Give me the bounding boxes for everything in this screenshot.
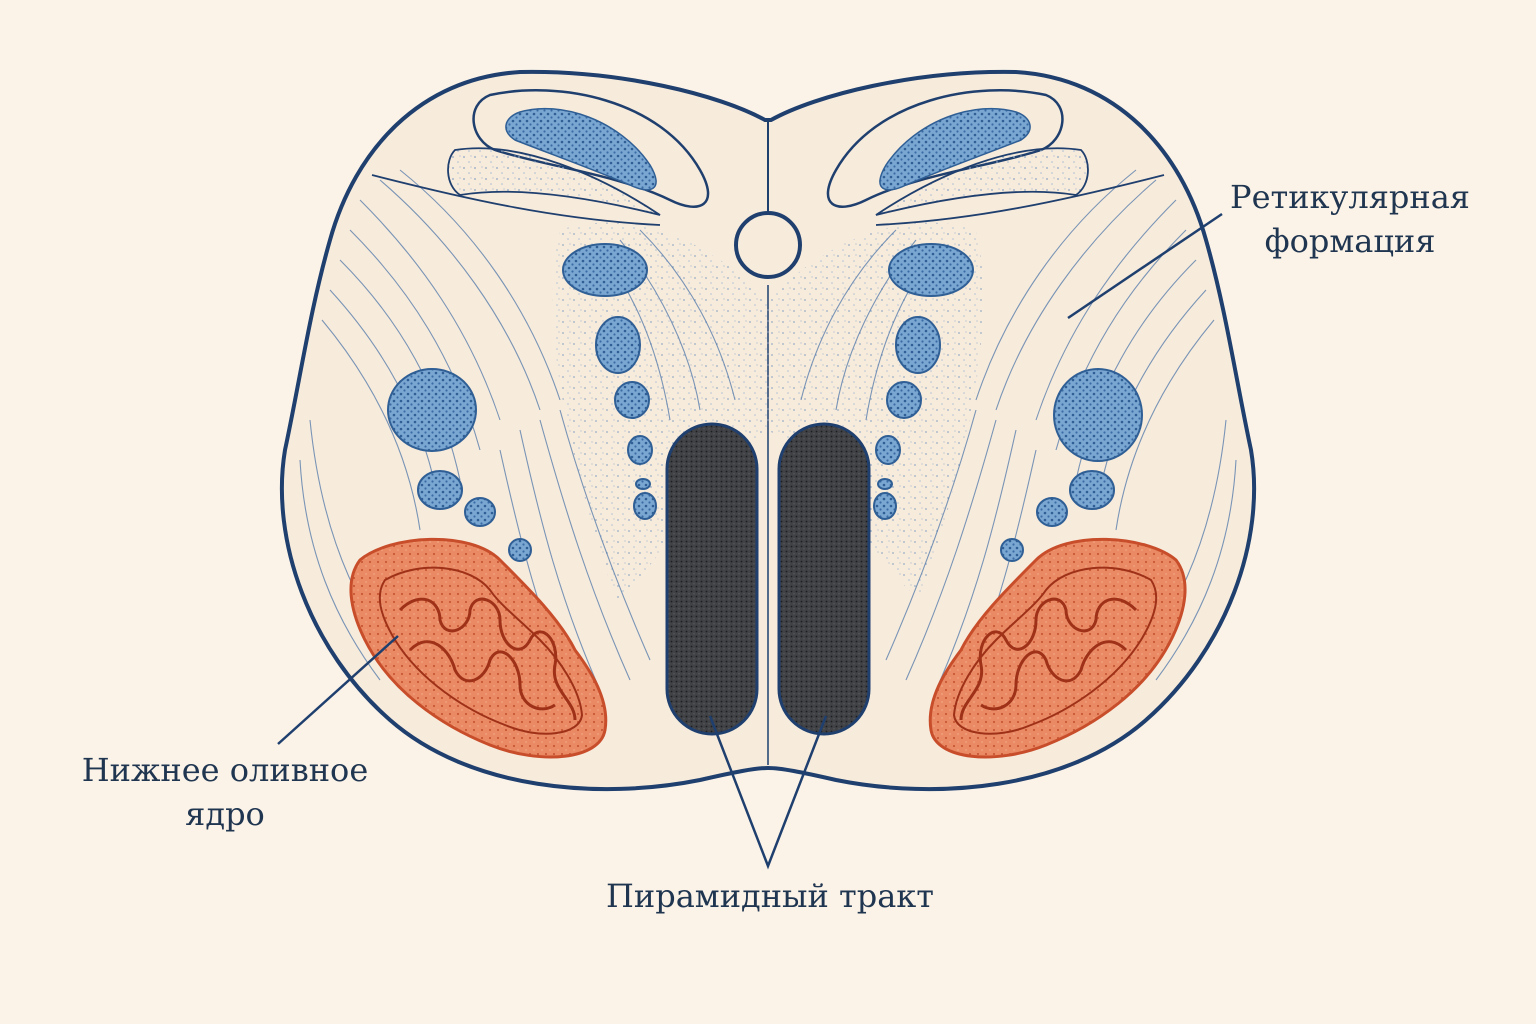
label-reticular-formation: Ретикулярная формация	[1215, 175, 1485, 263]
leader-line-olive	[277, 635, 399, 745]
gracile-nucleus-right	[879, 107, 1031, 191]
nuclei-left	[387, 243, 657, 562]
label-olive-line2: ядро	[185, 795, 265, 833]
label-pyramid-line1: Пирамидный тракт	[606, 877, 934, 915]
label-reticular-line2: формация	[1264, 222, 1436, 260]
dorsal-boundary-right	[875, 174, 1165, 226]
gracile-nucleus-left	[505, 107, 657, 191]
dorsal-boundary-left	[371, 174, 661, 226]
pyramid-left	[665, 422, 759, 736]
leader-line-reticular	[1067, 212, 1223, 320]
central-canal	[734, 211, 802, 279]
label-pyramidal-tract: Пирамидный тракт	[560, 874, 980, 918]
label-reticular-line1: Ретикулярная	[1230, 178, 1470, 216]
leader-line-pyramid	[708, 715, 828, 870]
cuneate-arc-left	[447, 147, 661, 216]
label-olive-line1: Нижнее оливное	[81, 751, 369, 789]
inferior-olive-right	[928, 537, 1187, 759]
cuneate-arc-right	[875, 147, 1089, 216]
pyramid-right	[777, 422, 871, 736]
inferior-olive-left	[349, 537, 608, 759]
nuclei-right	[873, 243, 1143, 562]
label-inferior-olive: Нижнее оливное ядро	[60, 748, 390, 836]
